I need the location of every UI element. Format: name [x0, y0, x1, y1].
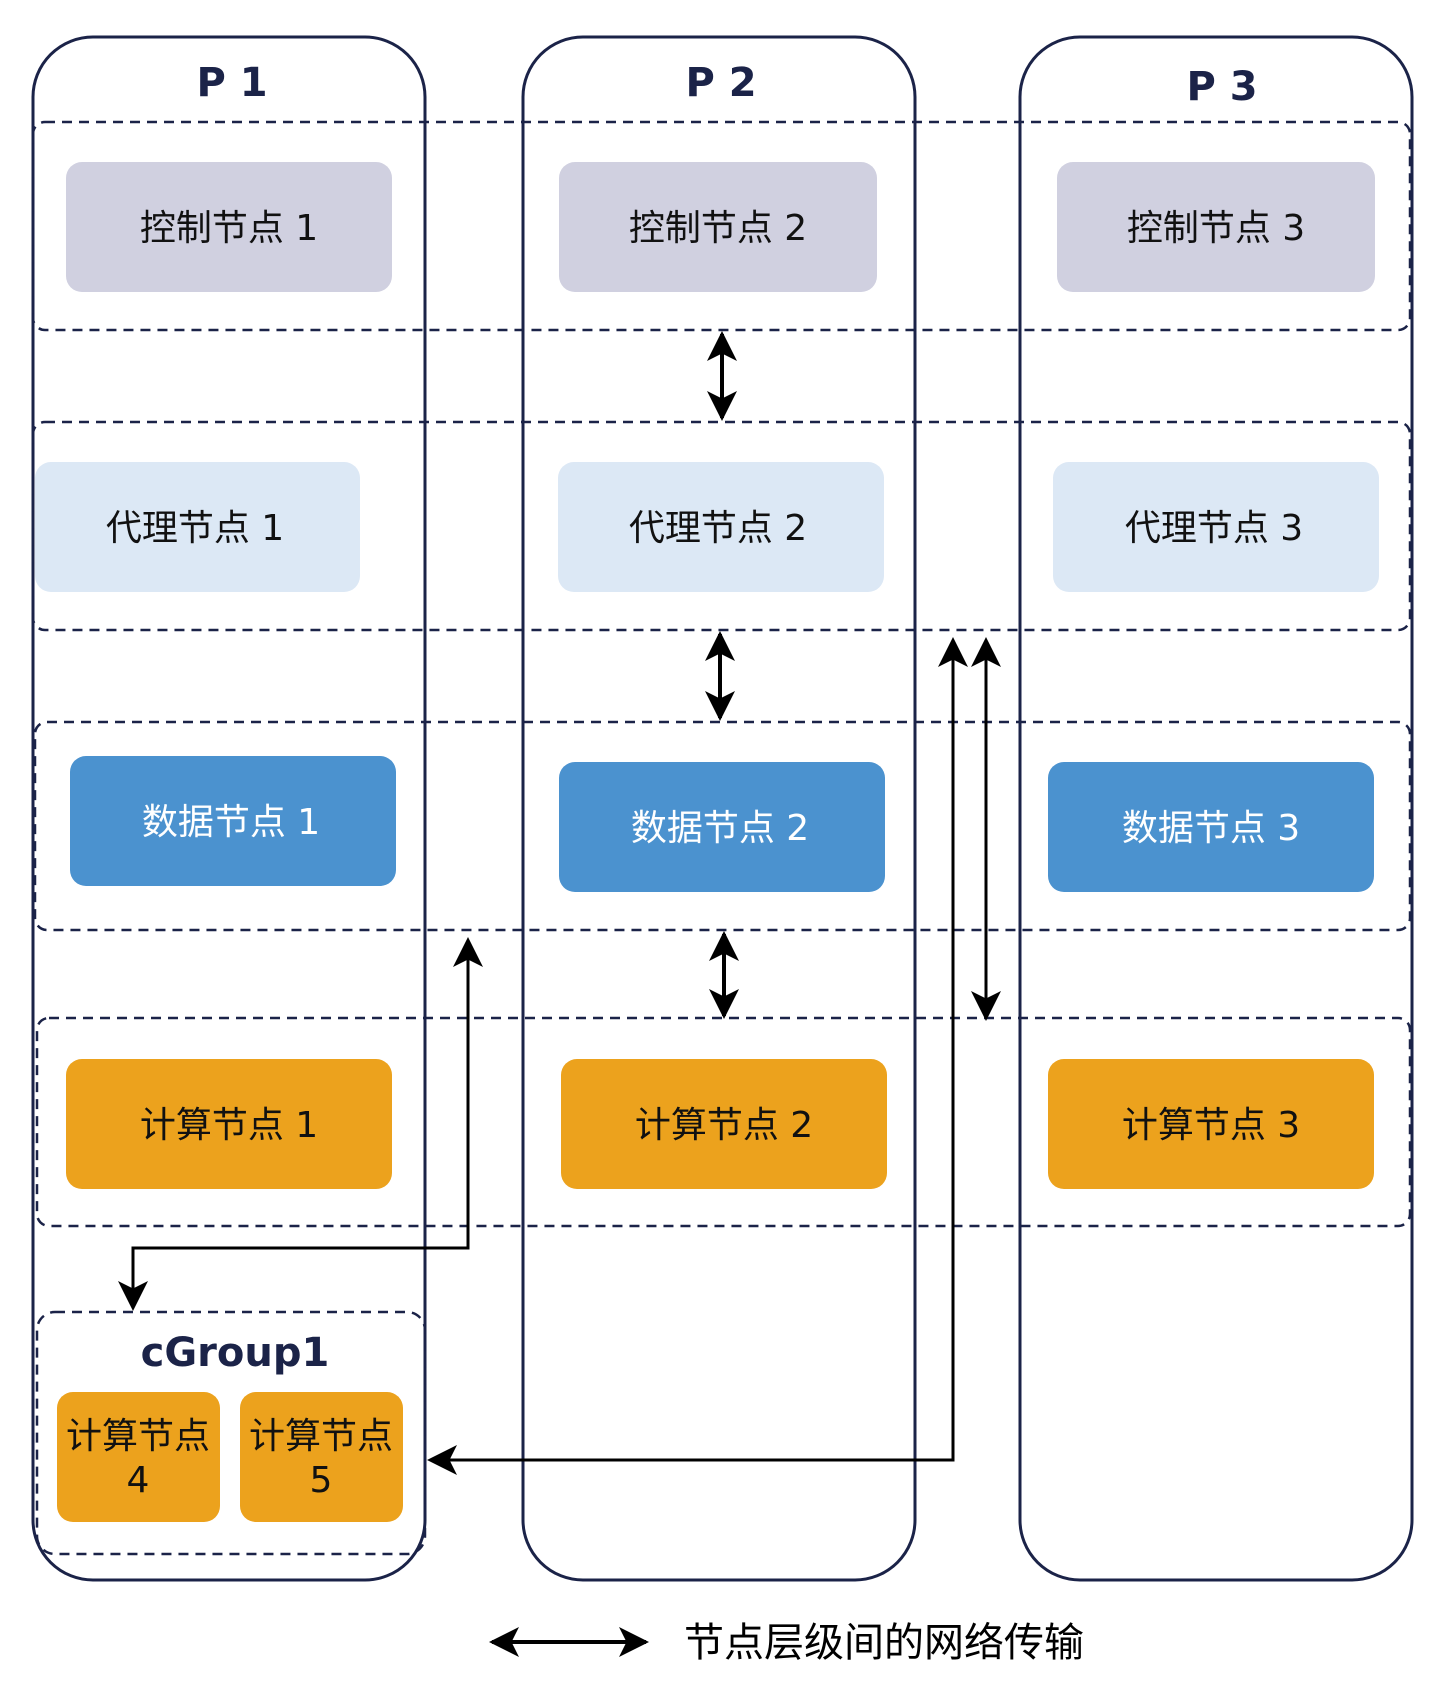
cgroup-border: [35, 1310, 427, 1556]
column-border: [1018, 35, 1414, 1582]
control-node-2: 控制节点 2: [559, 162, 877, 292]
data-node-1: 数据节点 1: [70, 756, 396, 886]
compute-node-3: 计算节点 3: [1048, 1059, 1374, 1189]
proxy-node-3: 代理节点 3: [1053, 462, 1379, 592]
node-label-line2: 5: [310, 1460, 333, 1501]
node-label: 计算节点 1: [140, 1105, 318, 1146]
node-label-line1: 计算节点: [249, 1416, 393, 1457]
compute-node-5: 计算节点 5: [240, 1392, 403, 1522]
cgroup-title: cGroup1: [141, 1330, 330, 1376]
node-label: 代理节点 3: [1125, 508, 1303, 549]
node-label: 数据节点 1: [142, 802, 320, 843]
column-title: P 1: [196, 60, 267, 106]
node-label: 计算节点 3: [1122, 1105, 1300, 1146]
column-p1: P 1: [31, 35, 427, 1582]
node-label: 数据节点 2: [631, 808, 809, 849]
legend-label: 节点层级间的网络传输: [684, 1620, 1084, 1666]
node-label: 数据节点 3: [1122, 808, 1300, 849]
legend: 节点层级间的网络传输: [489, 1620, 1084, 1666]
compute-node-4: 计算节点 4: [57, 1392, 220, 1522]
node-label: 控制节点 2: [629, 208, 807, 249]
column-title: P 2: [685, 60, 756, 106]
compute-node-1: 计算节点 1: [66, 1059, 392, 1189]
connector-proxy-to-cgroup: [427, 637, 968, 1475]
cgroup1: cGroup1 计算节点 4 计算节点 5: [35, 1310, 427, 1556]
node-label: 控制节点 3: [1127, 208, 1305, 249]
node-label: 代理节点 2: [629, 508, 807, 549]
control-node-3: 控制节点 3: [1057, 162, 1375, 292]
node-label: 计算节点 2: [635, 1105, 813, 1146]
node-label: 代理节点 1: [106, 508, 284, 549]
column-border: [31, 35, 427, 1582]
node-label-line2: 4: [127, 1460, 150, 1501]
control-node-1: 控制节点 1: [66, 162, 392, 292]
proxy-layer-band: [31, 420, 1412, 632]
data-node-2: 数据节点 2: [559, 762, 885, 892]
node-label-line1: 计算节点: [66, 1416, 210, 1457]
node-label: 控制节点 1: [140, 208, 318, 249]
control-layer-band: [31, 120, 1412, 332]
compute-node-2: 计算节点 2: [561, 1059, 887, 1189]
data-node-3: 数据节点 3: [1048, 762, 1374, 892]
column-p3: P 3: [1018, 35, 1414, 1582]
proxy-node-1: 代理节点 1: [35, 462, 360, 592]
column-title: P 3: [1186, 64, 1257, 110]
proxy-node-2: 代理节点 2: [558, 462, 884, 592]
